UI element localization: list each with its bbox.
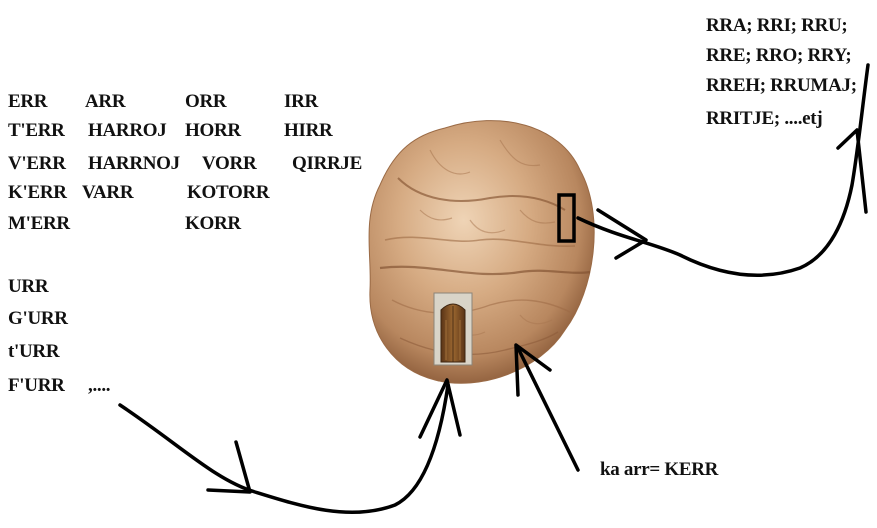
word-col1-2: T'ERR [8, 121, 65, 140]
right-list-line-4: RRITJE; ....etj [706, 109, 822, 128]
word-col2-1: ARR [85, 92, 125, 111]
right-list-line-3: RREH; RRUMAJ; [706, 76, 857, 95]
arrow-to-list [578, 65, 868, 275]
word-col3-2: HORR [185, 121, 241, 140]
word-col4-2: HIRR [284, 121, 332, 140]
word-col5-1: URR [8, 277, 48, 296]
word-col3-1: ORR [185, 92, 226, 111]
word-col1-1: ERR [8, 92, 47, 111]
word-col3-5: KORR [185, 214, 241, 233]
right-list-line-1: RRA; RRI; RRU; [706, 16, 847, 35]
word-col2-3: HARRNOJ [88, 154, 180, 173]
word-col5-4: F'URR [8, 376, 65, 395]
word-col1-4: K'ERR [8, 183, 67, 202]
word-col4-1: IRR [284, 92, 318, 111]
word-col5-3: t'URR [8, 342, 59, 361]
word-col3-4: KOTORR [187, 183, 269, 202]
arrow-to-walnut [516, 345, 578, 470]
word-col2-2: HARROJ [88, 121, 166, 140]
ellipsis-text: ,.... [88, 376, 110, 395]
caption-text: ka arr= KERR [600, 460, 718, 479]
word-col2-4: VARR [82, 183, 133, 202]
word-col3-3: VORR [202, 154, 256, 173]
right-list-line-2: RRE; RRO; RRY; [706, 46, 851, 65]
word-col1-5: M'ERR [8, 214, 70, 233]
walnut-image [369, 121, 594, 384]
word-col1-3: V'ERR [8, 154, 66, 173]
arrow-to-door [120, 380, 460, 512]
door-image [434, 293, 472, 365]
word-col4-3: QIRRJE [292, 154, 362, 173]
word-col5-2: G'URR [8, 309, 68, 328]
